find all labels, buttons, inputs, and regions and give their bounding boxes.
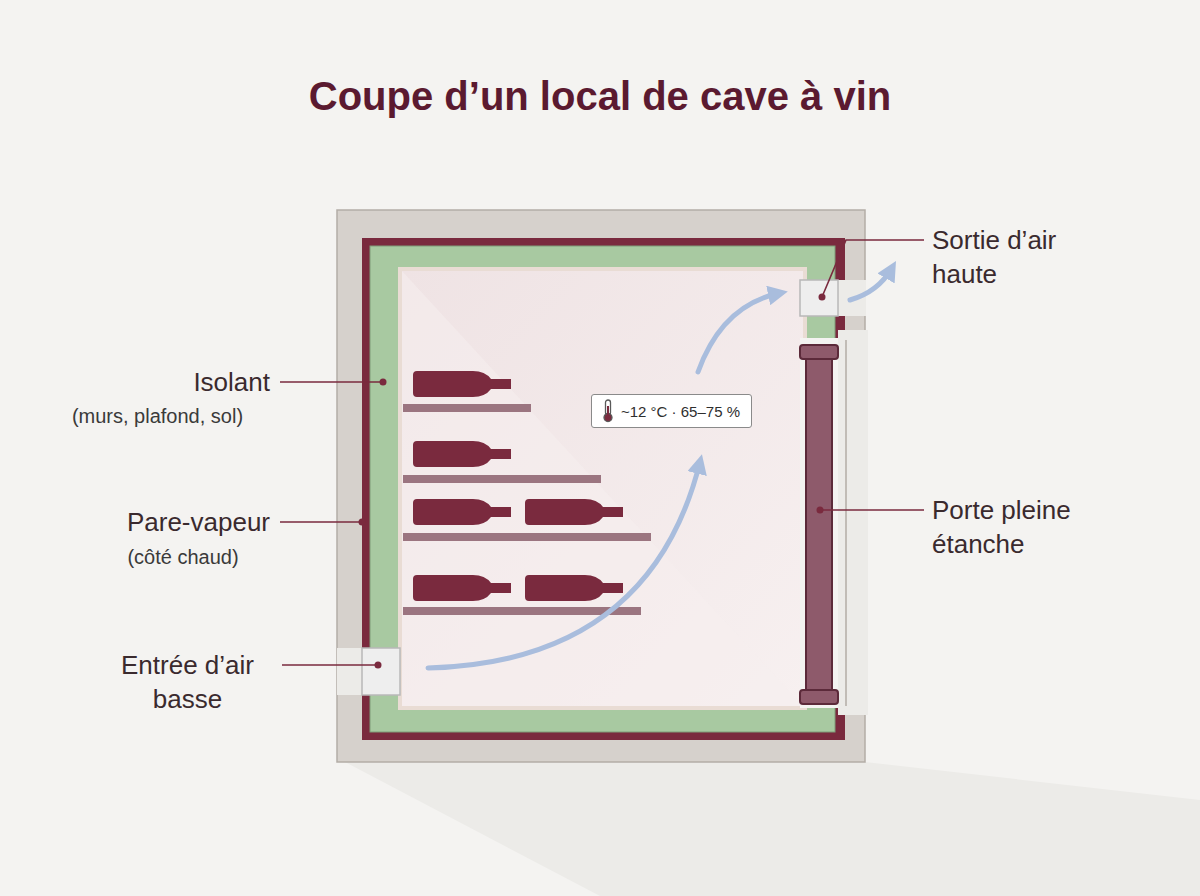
- leader-dot: [817, 507, 824, 514]
- leaders: [280, 240, 924, 665]
- door-hinge: [800, 345, 838, 359]
- sub-label: (murs, plafond, sol): [40, 403, 275, 429]
- wine-bottle: [413, 371, 511, 397]
- air-inlet: [362, 648, 400, 695]
- door-shadow: [838, 330, 868, 715]
- title: Coupe d’un local de cave à vin: [0, 74, 1200, 119]
- climate-badge: ~12 °C · 65–75 %: [591, 394, 752, 428]
- shelf: [403, 533, 651, 541]
- room-lining: [398, 267, 807, 710]
- airflow-arrow: [428, 462, 700, 668]
- climate-text: ~12 °C · 65–75 %: [621, 403, 740, 420]
- shelf: [403, 404, 531, 412]
- leader-line: [280, 521, 362, 523]
- leader-line: [822, 240, 924, 297]
- shelves: [403, 404, 651, 615]
- part-label: Sortie d’air haute: [932, 223, 1102, 291]
- air-outlet: [800, 280, 838, 316]
- leader-dot: [359, 519, 366, 526]
- thermometer-level: [607, 406, 609, 415]
- light-shade: [402, 271, 803, 706]
- wine-bottle: [525, 499, 623, 525]
- air-inlet-duct: [337, 648, 400, 695]
- part-label: Porte pleine étanche: [932, 493, 1122, 561]
- leader-line: [282, 664, 378, 666]
- wine-bottle: [413, 575, 511, 601]
- door-frame: [845, 340, 847, 706]
- sub-label: (côté chaud): [108, 544, 258, 570]
- thermometer-icon: [601, 399, 615, 423]
- leader-dot: [819, 294, 826, 301]
- airflow-arrow: [698, 293, 780, 372]
- insulation: [370, 246, 835, 732]
- thermometer-tube: [606, 400, 611, 415]
- airflow-arrow: [850, 268, 892, 300]
- shelf: [403, 475, 601, 483]
- leader-dots: [359, 294, 826, 669]
- part-label: Entrée d’air basse: [100, 648, 275, 716]
- door: [806, 350, 832, 700]
- wall: [337, 210, 865, 762]
- shadow: [345, 762, 1200, 896]
- leader-dot: [375, 662, 382, 669]
- door-hinge: [800, 690, 838, 704]
- airflow: [428, 268, 892, 668]
- part-label: Isolant: [40, 365, 270, 399]
- vapour-barrier: [362, 238, 845, 740]
- wine-bottle: [525, 575, 623, 601]
- leader-line: [820, 509, 924, 511]
- wine-bottle: [413, 499, 511, 525]
- wine-bottle: [413, 441, 511, 467]
- leader-line: [280, 381, 383, 383]
- part-label: Pare-vapeur: [40, 505, 270, 539]
- leader-dot: [380, 379, 387, 386]
- room: [402, 271, 803, 706]
